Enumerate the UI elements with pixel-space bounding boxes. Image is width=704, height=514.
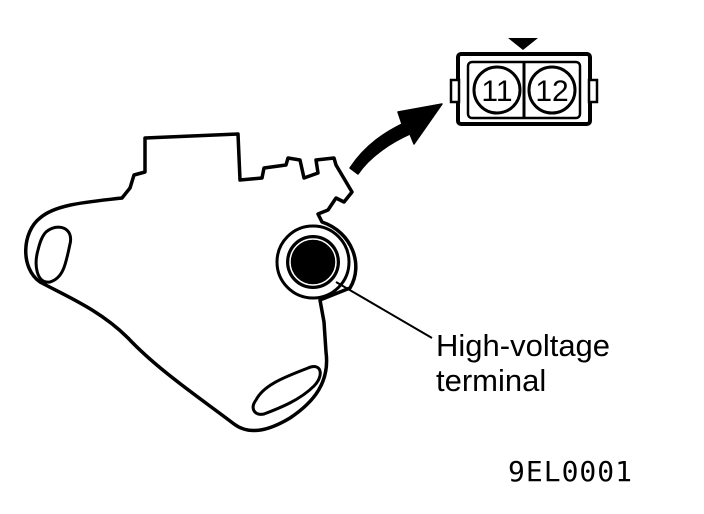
terminal-socket <box>286 235 340 289</box>
connector-key-triangle <box>508 38 538 50</box>
high-voltage-terminal <box>275 224 351 300</box>
pin-11-label: 11 <box>481 75 512 108</box>
connector-arrow <box>349 103 443 175</box>
coil-housing <box>24 132 358 433</box>
connector-left-latch <box>449 78 461 104</box>
coil-housing-outline <box>24 132 358 433</box>
pin-12-label: 12 <box>535 75 568 108</box>
pin-11-circle <box>472 65 522 115</box>
figure-code: 9EL0001 <box>508 455 633 488</box>
callout-label-line1: High-voltage <box>436 328 610 363</box>
bottom-mounting-slot <box>251 365 322 416</box>
connector: 11 12 <box>449 38 599 126</box>
terminal-ring <box>289 238 337 286</box>
pin-12-circle <box>527 65 577 115</box>
connector-right-latch <box>587 78 599 104</box>
callout-leader-line <box>335 281 433 339</box>
left-mounting-slot <box>34 225 73 284</box>
callout-label-line2: terminal <box>436 363 546 398</box>
